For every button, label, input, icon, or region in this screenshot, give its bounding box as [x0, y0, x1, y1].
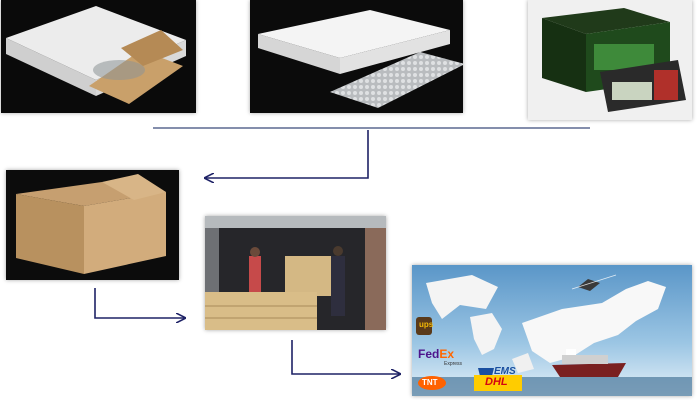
- ems-logo-label: EMS: [494, 366, 516, 377]
- arrow-to-carton: [205, 130, 369, 178]
- carton-box-photo: [6, 170, 179, 280]
- white-box-open-photo: [1, 0, 196, 113]
- container-loading-photo: [205, 216, 386, 330]
- tnt-logo-label: TNT: [422, 378, 438, 387]
- arrow-to-container: [94, 288, 185, 318]
- fedex-logo: FedEx: [418, 347, 454, 361]
- ups-logo-label: ups: [419, 320, 434, 329]
- retail-color-box-photo: [528, 0, 692, 120]
- arrow-to-shipping: [291, 340, 400, 374]
- fedex-subtitle: Express: [444, 361, 463, 367]
- dhl-logo-label: DHL: [485, 376, 508, 388]
- fedex-fed-text: Fed: [418, 347, 440, 361]
- white-box-bubble-bag-photo: [250, 0, 463, 113]
- fedex-ex-text: Ex: [439, 347, 455, 361]
- express-shipping-map: ups FedEx Express TNT EMS DHL: [412, 265, 692, 396]
